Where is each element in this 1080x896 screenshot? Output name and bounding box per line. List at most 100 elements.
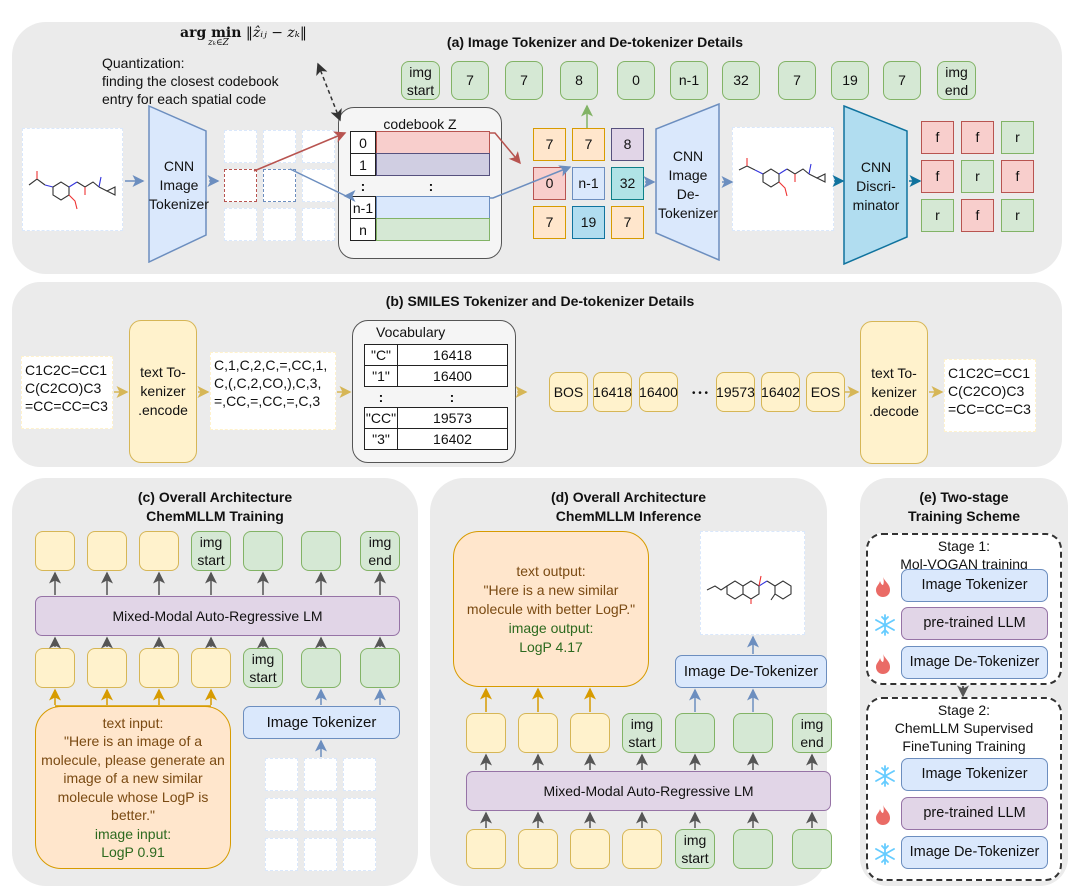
code-cell: 8 bbox=[611, 128, 644, 161]
image-output-label: image output: bbox=[508, 619, 594, 636]
token-id-box: 16400 bbox=[639, 372, 678, 412]
text-tokenizer-decode: text To- kenizer .decode bbox=[860, 321, 928, 464]
snowflake-icon bbox=[874, 765, 896, 792]
vocab-key: "CC" bbox=[364, 407, 398, 429]
stage-module: Image De-Tokenizer bbox=[901, 836, 1048, 869]
quantization-line: Quantization: bbox=[102, 55, 185, 71]
token-id-box: 16402 bbox=[761, 372, 800, 412]
image-input-label: image input: bbox=[94, 825, 172, 842]
vocab-ellipsis: : bbox=[449, 388, 455, 405]
token-box: img start bbox=[243, 648, 283, 688]
image-patch bbox=[304, 758, 337, 791]
discriminator-cell: r bbox=[1001, 199, 1034, 232]
panel-d-title: (d) Overall Architecture ChemMLLM Infere… bbox=[430, 488, 827, 526]
text-token bbox=[622, 829, 662, 869]
discriminator-cell: f bbox=[921, 160, 954, 193]
title-line: ChemMLLM Inference bbox=[555, 508, 702, 524]
image-patch bbox=[263, 208, 296, 241]
stage-module: Image De-Tokenizer bbox=[901, 646, 1048, 679]
vocab-ellipsis: : bbox=[378, 388, 384, 405]
image-patch bbox=[304, 838, 337, 871]
token-ellipsis: • • • bbox=[691, 387, 709, 399]
image-input-value: LogP 0.91 bbox=[101, 844, 165, 860]
label-line: text To- bbox=[140, 364, 186, 380]
text-token bbox=[35, 648, 75, 688]
vocab-key: "1" bbox=[364, 365, 398, 387]
token-box: 7 bbox=[451, 61, 489, 100]
label-line: kenizer bbox=[871, 384, 917, 400]
title-line: Stage 2: bbox=[937, 702, 991, 718]
title-line: (d) Overall Architecture bbox=[550, 489, 707, 505]
snowflake-icon bbox=[874, 843, 896, 870]
title-line: ChemMLLM Training bbox=[146, 508, 284, 524]
title-line: ChemLLM Supervised bbox=[894, 720, 1034, 736]
codebook-ellipsis: : bbox=[360, 177, 366, 194]
codebook-index: 1 bbox=[350, 153, 376, 176]
text-token bbox=[87, 531, 127, 571]
label-line: De- bbox=[676, 186, 700, 202]
mixed-modal-lm-training: Mixed-Modal Auto-Regressive LM bbox=[35, 596, 400, 636]
molecule-icon bbox=[738, 158, 826, 197]
label-line: Tokenizer bbox=[149, 196, 209, 212]
argmin-formula: arg min ‖ẑᵢⱼ − zₖ‖ zₖ∈Z bbox=[180, 25, 307, 48]
cnn-discriminator-label: CNN Discri- minator bbox=[838, 158, 914, 215]
label-line: .encode bbox=[138, 402, 188, 418]
label-line: kenizer bbox=[140, 383, 186, 399]
label-line: .decode bbox=[869, 403, 919, 419]
token-box: 0 bbox=[617, 61, 655, 100]
discriminator-cell: f bbox=[961, 121, 994, 154]
label-line: CNN bbox=[163, 158, 195, 174]
label-line: Image bbox=[668, 167, 708, 183]
code-cell: 32 bbox=[611, 167, 644, 200]
mixed-modal-lm-inference: Mixed-Modal Auto-Regressive LM bbox=[466, 771, 831, 811]
discriminator-cell: r bbox=[961, 160, 994, 193]
image-token bbox=[301, 531, 341, 571]
image-tokenizer-box: Image Tokenizer bbox=[243, 706, 400, 739]
title-line: Mol-VQGAN training bbox=[900, 556, 1028, 572]
image-token bbox=[301, 648, 341, 688]
quantization-line: entry for each spatial code bbox=[102, 91, 267, 107]
vocab-id: 16418 bbox=[397, 344, 508, 366]
discriminator-cell: r bbox=[921, 199, 954, 232]
code-cell: 7 bbox=[533, 128, 566, 161]
token-box: 7 bbox=[505, 61, 543, 100]
token-box: img end bbox=[792, 713, 832, 753]
image-patch bbox=[302, 169, 335, 202]
image-patch bbox=[343, 798, 376, 831]
token-id-box: EOS bbox=[806, 372, 845, 412]
image-patch bbox=[265, 798, 298, 831]
label-line: text To- bbox=[871, 365, 917, 381]
vocab-id: 16400 bbox=[397, 365, 508, 387]
image-patch bbox=[302, 208, 335, 241]
vocab-key: "C" bbox=[364, 344, 398, 366]
token-id-box: 16418 bbox=[593, 372, 632, 412]
quantization-caption: Quantization: finding the closest codebo… bbox=[102, 54, 279, 108]
image-patch bbox=[224, 208, 257, 241]
title-line: FineTuning Training bbox=[902, 738, 1026, 754]
image-token bbox=[733, 829, 773, 869]
vocab-id: 16402 bbox=[397, 428, 508, 450]
image-token bbox=[360, 648, 400, 688]
codebook-vector bbox=[376, 196, 490, 219]
formula-norm: ‖ẑᵢⱼ − zₖ‖ bbox=[245, 25, 307, 41]
code-cell: 7 bbox=[572, 128, 605, 161]
code-cell: 7 bbox=[533, 206, 566, 239]
codebook-vector bbox=[376, 153, 490, 176]
token-id-box: BOS bbox=[549, 372, 588, 412]
token-box: img start bbox=[191, 531, 231, 571]
cnn-discriminator-shape bbox=[843, 105, 908, 265]
panel-e-title: (e) Two-stage Training Scheme bbox=[860, 488, 1068, 526]
smiles-output-text: C1C2C=CC1 C(C2CO)C3 =CC=CC=C3 bbox=[944, 359, 1036, 432]
stage-module: Image Tokenizer bbox=[901, 569, 1048, 602]
image-patch bbox=[304, 798, 337, 831]
fire-icon bbox=[874, 653, 892, 680]
stage-1-title: Stage 1: Mol-VQGAN training bbox=[866, 537, 1062, 573]
token-box: n-1 bbox=[670, 61, 708, 100]
discriminator-cell: r bbox=[1001, 121, 1034, 154]
image-patch bbox=[302, 130, 335, 163]
token-list-text: C,1,C,2,C,=,CC,1, C,(,C,2,CO,),C,3, =,CC… bbox=[210, 352, 336, 430]
smiles-input-text: C1C2C=CC1 C(C2CO)C3 =CC=CC=C3 bbox=[21, 356, 113, 429]
molecule-icon bbox=[706, 575, 792, 604]
text-input-label: text input: bbox=[102, 714, 164, 731]
image-token bbox=[792, 829, 832, 869]
